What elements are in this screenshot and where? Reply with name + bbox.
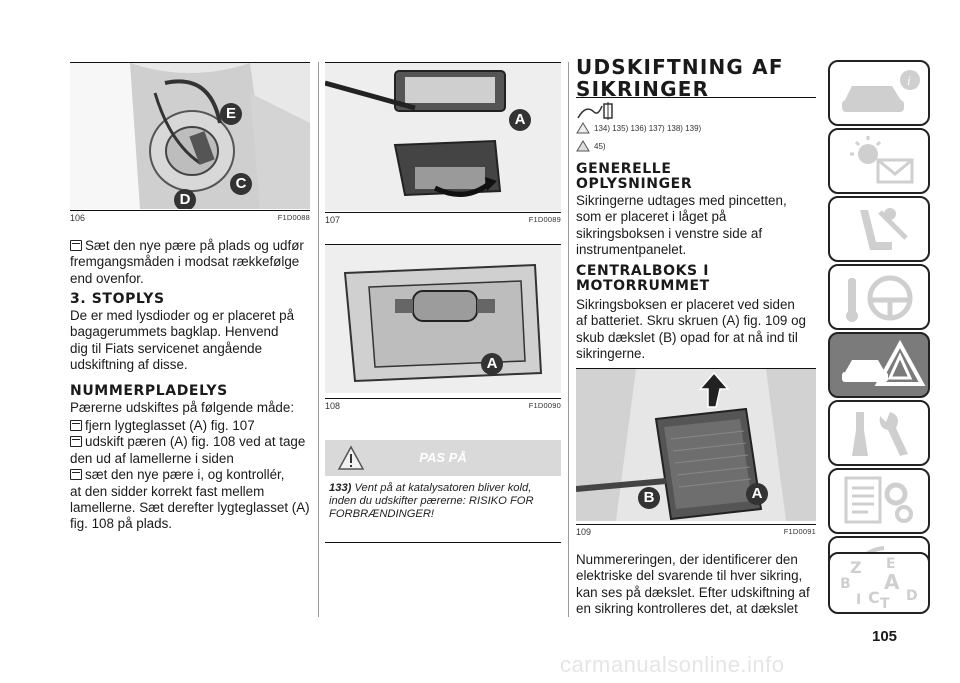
bullet-icon xyxy=(70,436,82,448)
figure-106: E C D xyxy=(70,62,310,209)
technical-data-icon xyxy=(844,476,913,524)
figure-code: F1D0088 xyxy=(277,213,310,222)
bullet-list: fjern lygteglasset (A) fig. 107 udskift … xyxy=(70,418,310,532)
list-item: udskift pæren (A) fig. 108 ved at tage xyxy=(70,434,310,450)
heading-generelle-oplysninger: GENERELLE OPLYSNINGER xyxy=(576,161,693,192)
warning-triangle-icon xyxy=(337,445,365,470)
callout-a: A xyxy=(509,109,531,131)
figure-108-caption: 108 F1D0090 xyxy=(325,398,561,411)
heading-centralboks: CENTRALBOKS I MOTORRUMMET xyxy=(576,263,710,294)
warning-triangle-icon xyxy=(576,122,590,134)
tab-safety[interactable] xyxy=(828,196,930,262)
note-references: 45) xyxy=(576,140,606,152)
callout-a: A xyxy=(481,353,503,375)
column-divider xyxy=(318,62,319,617)
environment-note-icon xyxy=(576,140,590,152)
warning-lights-icon xyxy=(850,136,914,184)
car-info-icon: i xyxy=(842,70,920,112)
figure-number: 107 xyxy=(325,215,341,225)
svg-text:i: i xyxy=(907,73,911,88)
tab-starting-driving[interactable] xyxy=(828,264,930,330)
warning-title: PAS PÅ xyxy=(419,450,467,465)
maintenance-tools-icon xyxy=(852,412,908,456)
callout-e: E xyxy=(220,103,242,125)
heading-nummerpladelys: NUMMERPLADELYS xyxy=(70,383,228,399)
list-item: sæt den nye pære i, og kontrollér, xyxy=(70,467,310,483)
license-plate-lens-illustration xyxy=(325,63,561,211)
callout-c: C xyxy=(230,173,252,195)
title-rule xyxy=(576,97,816,98)
warning-references: 134) 135) 136) 137) 138) 139) xyxy=(576,122,701,134)
figure-code: F1D0089 xyxy=(528,215,561,224)
paragraph-centralboks: Sikringsboksen er placeret ved siden af … xyxy=(576,297,806,362)
license-plate-bulb-illustration xyxy=(325,245,561,393)
figure-number: 108 xyxy=(325,401,341,411)
paragraph-nummerpladelys: Pærerne udskiftes på følgende måde: xyxy=(70,400,295,415)
paragraph-reassemble: Sæt den nye pære på plads og udfør fremg… xyxy=(70,238,304,286)
bullet-icon xyxy=(70,240,82,251)
figure-107-caption: 107 F1D0089 xyxy=(325,212,561,225)
tab-warning-lights[interactable] xyxy=(828,128,930,194)
list-item: fjern lygteglasset (A) fig. 107 xyxy=(70,418,310,434)
tab-emergency[interactable] xyxy=(828,332,930,398)
paragraph-stoplys: De er med lysdioder og er placeret på ba… xyxy=(70,308,295,373)
figure-107: A xyxy=(325,62,561,211)
figure-109: B A xyxy=(576,368,816,521)
figure-number: 106 xyxy=(70,213,86,223)
headlamp-bulb-illustration xyxy=(70,63,310,209)
warning-number: 133) xyxy=(329,482,352,494)
fuse-symbol-icon xyxy=(577,102,613,120)
figure-number: 109 xyxy=(576,527,592,537)
bullet-icon xyxy=(70,420,82,431)
heading-stoplys: 3. STOPLYS xyxy=(70,291,165,307)
paragraph-nummerering: Nummereringen, der identificerer den ele… xyxy=(576,552,810,617)
tab-technical-data[interactable] xyxy=(828,468,930,534)
figure-106-caption: 106 F1D0088 xyxy=(70,210,310,223)
emergency-hazard-icon xyxy=(842,339,926,386)
figure-108: A xyxy=(325,244,561,393)
section-title: UDSKIFTNING AF SIKRINGER xyxy=(576,55,784,101)
figure-code: F1D0090 xyxy=(528,401,561,410)
warning-body: 133) Vent på at katalysatoren bliver kol… xyxy=(325,476,561,543)
airbag-seat-icon xyxy=(860,208,908,250)
figure-code: F1D0091 xyxy=(783,527,816,536)
fuse-box-illustration xyxy=(576,369,816,521)
tab-car-info[interactable]: i xyxy=(828,60,930,126)
column-divider xyxy=(568,62,569,617)
callout-d: D xyxy=(174,189,196,209)
warning-header: PAS PÅ xyxy=(325,440,561,476)
tab-maintenance[interactable] xyxy=(828,400,930,466)
page-number: 105 xyxy=(872,628,898,645)
bullet-icon xyxy=(70,469,82,481)
figure-109-caption: 109 F1D0091 xyxy=(576,524,816,537)
sidebar-index-tab[interactable]: Z E B A I C T D xyxy=(828,552,930,614)
watermark: carmanualsonline.info xyxy=(560,652,785,677)
callout-a: A xyxy=(746,483,768,505)
paragraph-generelle: Sikringerne udtages med pincetten, som e… xyxy=(576,193,787,258)
index-letters-icon: Z E B A I C T D xyxy=(840,556,918,612)
steering-wheel-key-icon xyxy=(846,275,913,322)
callout-b: B xyxy=(638,487,660,509)
